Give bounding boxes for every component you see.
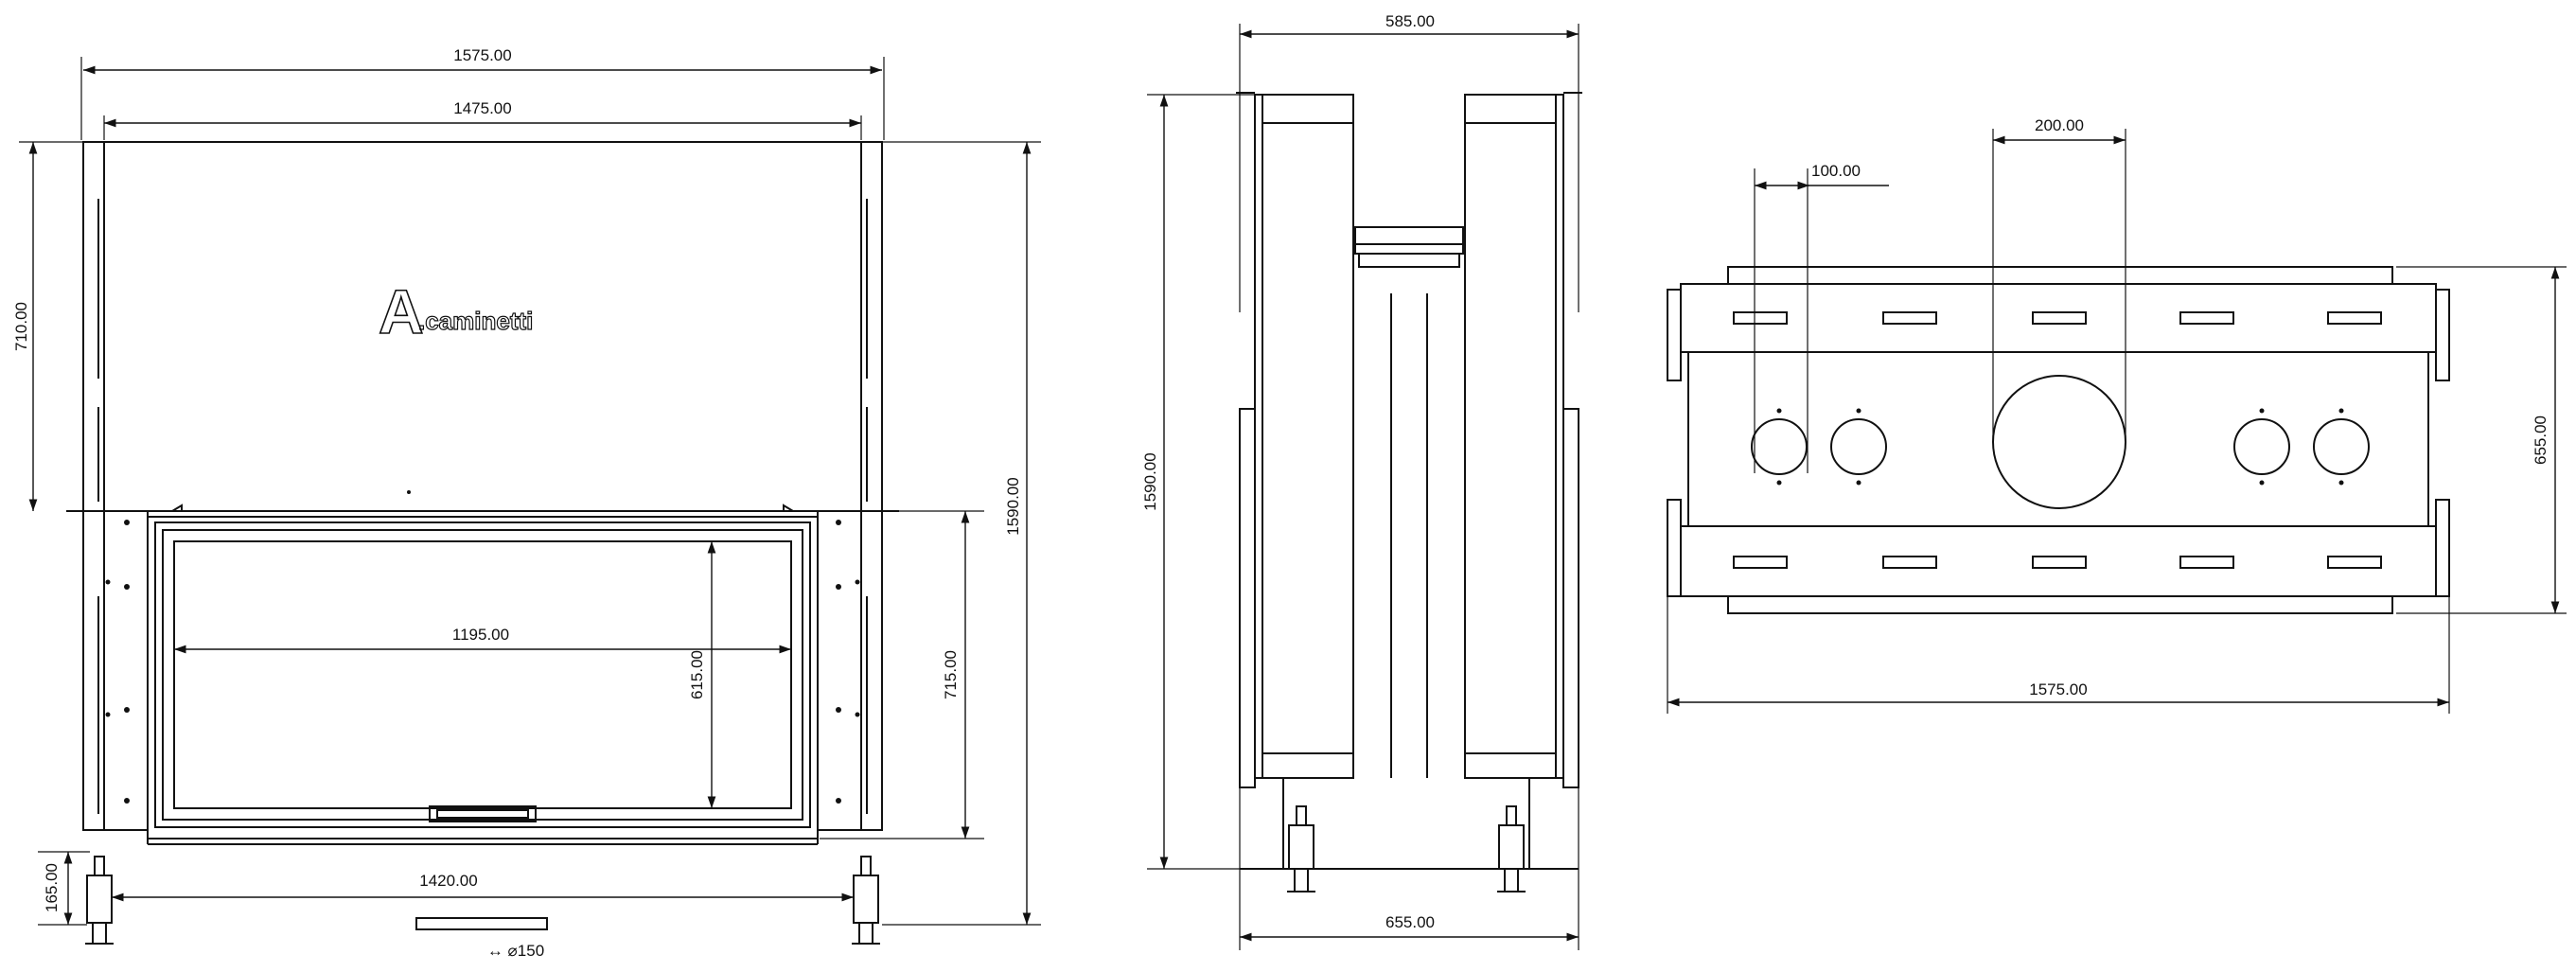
- dim-top-width: 1575.00: [2029, 680, 2087, 698]
- dim-side-depth-bottom: 655.00: [1385, 913, 1435, 931]
- dim-top-flue-diameter: 200.00: [2035, 116, 2084, 134]
- dim-base-height: 165.00: [43, 863, 61, 912]
- dim-glass-width: 1195.00: [452, 626, 509, 644]
- dim-side-height: 1590.00: [1141, 452, 1159, 510]
- dimension-labels: 1575.00 1475.00 710.00 1590.00 715.00 11…: [12, 12, 2550, 960]
- dim-glass-height: 615.00: [688, 650, 706, 699]
- dim-front-inner-width: 1475.00: [453, 99, 511, 117]
- outlet-note: ↔ ⌀150: [487, 942, 544, 960]
- dim-side-depth-top: 585.00: [1385, 12, 1435, 30]
- dim-front-overall-width: 1575.00: [453, 46, 511, 64]
- dim-feet-spacing: 1420.00: [419, 872, 477, 890]
- top-view: [1667, 129, 2567, 714]
- dim-top-small-spacing: 100.00: [1811, 162, 1861, 180]
- side-view: [1147, 24, 1582, 950]
- logo-word: .caminetti: [418, 307, 533, 335]
- dim-top-depth: 655.00: [2532, 415, 2550, 465]
- logo-letter: A: [379, 276, 424, 346]
- dim-front-opening-height: 715.00: [942, 650, 960, 699]
- caminetti-logo: A .caminetti: [378, 275, 534, 347]
- front-view: A .caminetti: [19, 57, 1041, 945]
- dim-front-hood-height: 710.00: [12, 302, 30, 351]
- dim-front-total-height: 1590.00: [1004, 477, 1022, 535]
